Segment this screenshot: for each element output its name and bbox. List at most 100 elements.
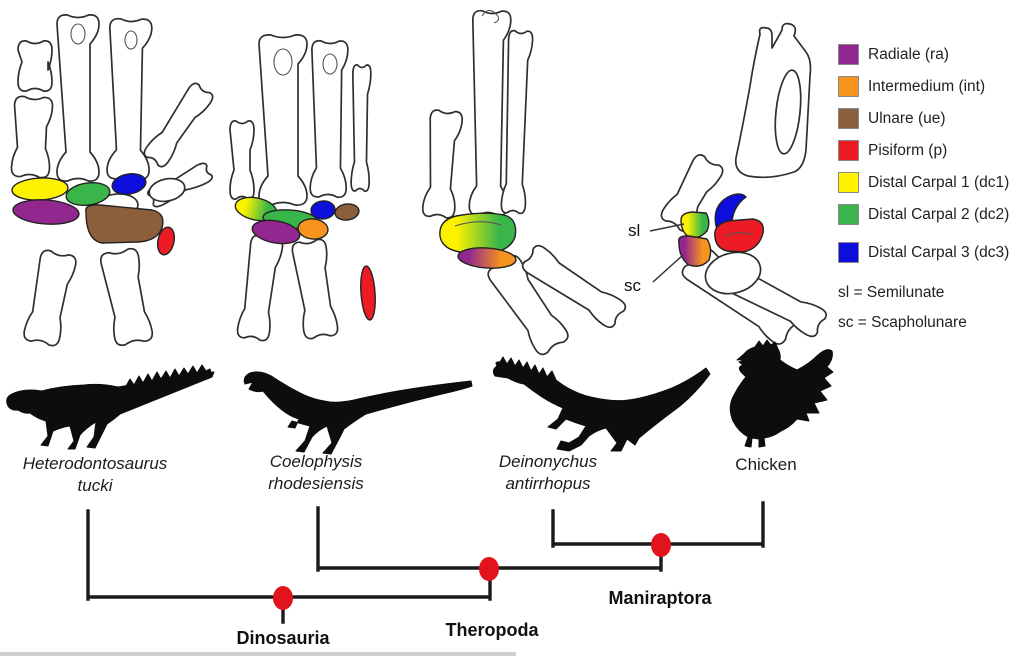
silhouettes xyxy=(6,339,834,455)
bone xyxy=(350,63,372,193)
carpal-detail xyxy=(454,221,502,227)
legend-item-radiale: Radiale (ra) xyxy=(838,44,1024,65)
dc3-carpal xyxy=(111,173,147,195)
taxon-name: Chicken xyxy=(735,455,797,474)
legend-label-intermedium: Intermedium (int) xyxy=(868,77,986,95)
deinonychus-manus-illustration xyxy=(421,9,627,356)
legend-item-ulnare: Ulnare (ue) xyxy=(838,108,1024,129)
intermedium-carpal xyxy=(297,218,329,240)
radiale-carpal xyxy=(12,199,80,225)
bone-detail xyxy=(322,53,338,75)
taxon-label-heterodontosaurus: Heterodontosaurus tucki xyxy=(23,453,168,497)
figure-bottom-edge xyxy=(0,652,516,656)
carpal-detail xyxy=(723,232,754,237)
dc1-carpal xyxy=(11,177,69,201)
legend-item-dc1: Distal Carpal 1 (dc1) xyxy=(838,172,1024,193)
bone xyxy=(309,39,349,199)
legend-item-intermedium: Intermedium (int) xyxy=(838,76,1024,97)
legend-swatch-intermedium xyxy=(838,76,859,97)
carpometacarpus-fenestra xyxy=(774,69,802,155)
taxon-species: tucki xyxy=(77,476,113,495)
bone xyxy=(236,234,284,342)
dc3-carpal xyxy=(310,200,336,220)
taxon-label-deinonychus: Deinonychus antirrhopus xyxy=(499,451,597,495)
sl-annotation: sl xyxy=(628,221,641,240)
maniraptora-node xyxy=(651,533,671,557)
legend: Radiale (ra) Intermedium (int) Ulnare (u… xyxy=(838,44,1024,332)
pisiform-carpal xyxy=(360,265,376,321)
ulnare-carpal xyxy=(334,203,360,221)
white-carpal xyxy=(148,177,186,203)
legend-label-pisiform: Pisiform (p) xyxy=(868,141,948,159)
legend-label-dc3: Distal Carpal 3 (dc3) xyxy=(868,243,1010,261)
ulnare-carpal xyxy=(85,204,164,244)
legend-item-dc3: Distal Carpal 3 (dc3) xyxy=(838,242,1024,263)
carpals-chicken xyxy=(678,193,764,267)
carpals-coelophysis xyxy=(234,196,376,321)
carpals-heterodontosaurus xyxy=(11,173,176,256)
heterodontosaurus-tail-bristles xyxy=(124,364,213,393)
heterodontosaurus-silhouette xyxy=(6,371,215,450)
bone xyxy=(258,34,308,206)
bone xyxy=(500,29,534,215)
bone xyxy=(56,14,100,182)
legend-swatch-pisiform xyxy=(838,140,859,161)
legend-swatch-dc3 xyxy=(838,242,859,263)
pisiform-carpal xyxy=(714,218,764,253)
bone xyxy=(23,249,77,347)
legend-item-dc2: Distal Carpal 2 (dc2) xyxy=(838,204,1024,225)
radius-condyle xyxy=(704,251,762,295)
taxon-genus: Heterodontosaurus xyxy=(22,454,168,473)
heterodontosaurus-manus-illustration xyxy=(10,14,214,347)
pisiform-carpal xyxy=(156,226,176,256)
bone xyxy=(421,109,464,219)
legend-swatch-radiale xyxy=(838,44,859,65)
taxon-label-chicken: Chicken xyxy=(735,454,796,476)
deinonychus-silhouette xyxy=(492,356,711,452)
taxon-label-coelophysis: Coelophysis rhodesiensis xyxy=(268,451,363,495)
scapholunare-carpal xyxy=(678,235,712,267)
legend-label-dc1: Distal Carpal 1 (dc1) xyxy=(868,173,1010,191)
legend-label-radiale: Radiale (ra) xyxy=(868,45,949,63)
legend-swatch-dc2 xyxy=(838,204,859,225)
bone xyxy=(17,40,53,92)
sl-pointer-line xyxy=(649,223,685,232)
bone xyxy=(106,17,153,181)
bone xyxy=(10,95,54,179)
semilunate-carpal xyxy=(680,211,710,239)
carpals-deinonychus xyxy=(439,212,517,269)
bone-detail xyxy=(70,23,86,45)
dinosauria-node xyxy=(273,586,293,610)
clade-label-maniraptora: Maniraptora xyxy=(608,588,712,608)
clade-label-theropoda: Theropoda xyxy=(445,620,539,640)
theropoda-node xyxy=(479,557,499,581)
legend-label-dc2: Distal Carpal 2 (dc2) xyxy=(868,205,1010,223)
coelophysis-silhouette xyxy=(243,371,473,455)
bone-detail xyxy=(481,9,500,24)
taxon-genus: Coelophysis xyxy=(269,452,363,471)
dc2-carpal xyxy=(65,181,111,207)
clade-label-dinosauria: Dinosauria xyxy=(236,628,330,648)
legend-label-ulnare: Ulnare (ue) xyxy=(868,109,946,127)
chicken-silhouette xyxy=(729,339,834,448)
bone-detail xyxy=(124,30,138,50)
coelophysis-manus-illustration xyxy=(229,34,376,342)
scapholunare-carpal xyxy=(457,247,517,269)
bone xyxy=(521,244,627,329)
taxon-species: rhodesiensis xyxy=(268,474,364,493)
legend-swatch-ulnare xyxy=(838,108,859,129)
bone xyxy=(291,238,339,340)
sc-pointer-line xyxy=(652,254,684,283)
bone xyxy=(99,247,154,347)
legend-note-semilunate: sl = Semilunate xyxy=(838,284,945,301)
radiale-carpal xyxy=(251,219,301,245)
bone xyxy=(468,9,512,217)
legend-note-scapholunare: sc = Scapholunare xyxy=(838,314,967,331)
taxon-species: antirrhopus xyxy=(505,474,591,493)
chicken-manus-illustration xyxy=(649,22,828,345)
bone xyxy=(229,120,255,200)
phylogenetic-tree xyxy=(86,501,765,624)
sc-annotation: sc xyxy=(624,276,641,295)
